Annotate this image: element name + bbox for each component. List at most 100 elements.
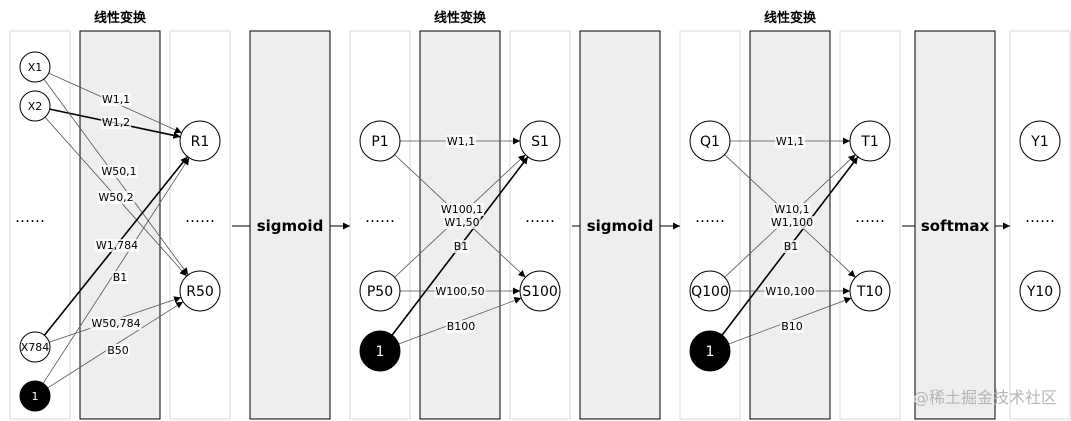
edge-label-bg (100, 165, 138, 178)
node-label: Y1 (1030, 134, 1048, 150)
node-circle (179, 120, 221, 162)
edge-label-b50: B50 (107, 344, 129, 357)
node-r1: R1 (179, 120, 221, 162)
node-label: Q1 (700, 134, 720, 150)
linear-transform-header-2: 线性变换 (434, 10, 487, 26)
node-b1n: 1 (19, 380, 51, 412)
edge-label-w50-784: W50,784 (91, 317, 140, 330)
edge-label-bg (773, 203, 811, 216)
node-label: T10 (856, 284, 883, 300)
node-label: P50 (367, 284, 393, 300)
edge-label-b1: B1 (784, 240, 799, 253)
node-label: P1 (371, 134, 388, 150)
node-circle (1019, 120, 1061, 162)
column-bg-hidden2 (509, 30, 571, 420)
node-label: S100 (522, 284, 558, 300)
node-label: X784 (21, 341, 50, 354)
edge-label-w10-100: W10,100 (765, 285, 814, 298)
ellipsis-in2: …… (365, 208, 395, 226)
edge-label-w10-1: W10,1 (774, 203, 809, 216)
edge-label-b1: B1 (454, 240, 469, 253)
edge-b1n-r1 (42, 157, 190, 384)
node-label: 1 (376, 344, 385, 360)
node-circle (519, 270, 561, 312)
edge-label-bg (434, 285, 486, 298)
node-label: Y10 (1026, 284, 1053, 300)
edge-label-bg (439, 203, 485, 216)
edge-label-w1-1: W1,1 (447, 135, 475, 148)
node-circle (179, 270, 221, 312)
node-label: X1 (28, 61, 43, 74)
node-label: 1 (706, 344, 715, 360)
node-b2n: 1 (359, 330, 401, 372)
edge-label-bg (90, 317, 142, 330)
node-x2: X2 (19, 90, 51, 122)
node-label: R50 (186, 284, 214, 300)
edge-label-w1-2: W1,2 (102, 116, 130, 129)
edge-label-w1-784: W1,784 (96, 239, 138, 252)
node-x784: X784 (19, 331, 51, 363)
edge-label-b1: B1 (113, 271, 128, 284)
edge-label-bg (100, 116, 132, 129)
edge-label-bg (106, 344, 130, 357)
node-circle (359, 270, 401, 312)
edge-label-bg (97, 191, 135, 204)
node-label: S1 (531, 134, 549, 150)
ellipsis-hidden1: …… (185, 208, 215, 226)
node-circle (359, 120, 401, 162)
edge-label-b100: B100 (447, 320, 476, 333)
node-p50: P50 (359, 270, 401, 312)
node-y10: Y10 (1019, 270, 1061, 312)
edge-label-w1-50: W1,50 (444, 216, 479, 229)
edge-label-bg (774, 135, 806, 148)
edge-label-b10: B10 (781, 320, 803, 333)
activation-label-sigmoid-1: sigmoid (257, 217, 324, 235)
edge-label-bg (445, 320, 477, 333)
node-circle (689, 120, 731, 162)
node-q1: Q1 (689, 120, 731, 162)
edge-label-w1-1: W1,1 (776, 135, 804, 148)
node-label: X2 (28, 100, 43, 113)
edge-label-bg (780, 320, 804, 333)
node-s1: S1 (519, 120, 561, 162)
node-circle (689, 330, 731, 372)
node-label: Q100 (691, 284, 729, 300)
edge-label-bg (94, 239, 140, 252)
edge-label-bg (764, 285, 816, 298)
ellipsis-in3: …… (695, 208, 725, 226)
node-t1: T1 (849, 120, 891, 162)
ellipsis-input: …… (15, 208, 45, 226)
edge-label-bg (443, 216, 481, 229)
node-r50: R50 (179, 270, 221, 312)
activation-label-sigmoid-2: sigmoid (587, 217, 654, 235)
node-circle (19, 90, 51, 122)
node-p1: P1 (359, 120, 401, 162)
edge-labels: W1,1W1,2W50,1W50,2W1,784B1W50,784B50W1,1… (90, 93, 816, 357)
node-circle (1019, 270, 1061, 312)
edge-label-bg (445, 135, 477, 148)
column-bg-output (1009, 30, 1071, 420)
edge-label-bg (782, 240, 800, 253)
node-y1: Y1 (1019, 120, 1061, 162)
ellipsis-hidden2: …… (525, 208, 555, 226)
edge-label-bg (111, 271, 129, 284)
ellipsis-hidden3: …… (855, 208, 885, 226)
node-b3n: 1 (689, 330, 731, 372)
node-x1: X1 (19, 51, 51, 83)
node-t10: T10 (849, 270, 891, 312)
edge-label-bg (100, 93, 132, 106)
activation-box-3 (914, 30, 996, 420)
node-circle (519, 120, 561, 162)
edge-label-w1-1: W1,1 (102, 93, 130, 106)
edge-label-w1-100: W1,100 (771, 216, 813, 229)
linear-transform-header-1: 线性变换 (94, 10, 147, 26)
node-label: T1 (860, 134, 878, 150)
edge-label-w50-1: W50,1 (101, 165, 136, 178)
column-backgrounds (9, 30, 1071, 420)
edge-label-bg (452, 240, 470, 253)
node-circle (849, 270, 891, 312)
activation-box-1 (249, 30, 331, 420)
ellipsis-output: …… (1025, 208, 1055, 226)
